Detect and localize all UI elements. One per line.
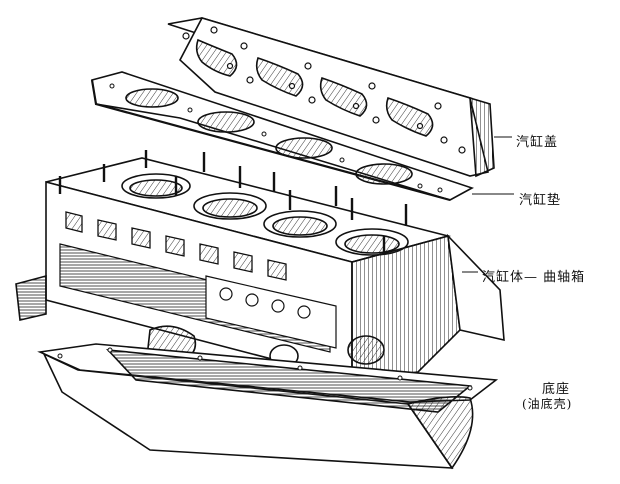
cylinder-block bbox=[15, 150, 505, 382]
cylinder-head bbox=[167, 17, 495, 178]
oil-pan-sublabel: (油底壳) bbox=[522, 397, 573, 411]
cylinder-gasket-label: 汽缸垫 bbox=[519, 193, 562, 208]
oil-pan bbox=[37, 343, 499, 470]
cylinder-head-label: 汽缸盖 bbox=[516, 135, 559, 150]
cylinder-gasket bbox=[90, 71, 475, 202]
cylinder-block-crankcase-label: 汽缸体— 曲轴箱 bbox=[482, 270, 586, 285]
oil-pan-label: 底座 bbox=[542, 382, 571, 397]
leader-lines bbox=[462, 136, 514, 273]
